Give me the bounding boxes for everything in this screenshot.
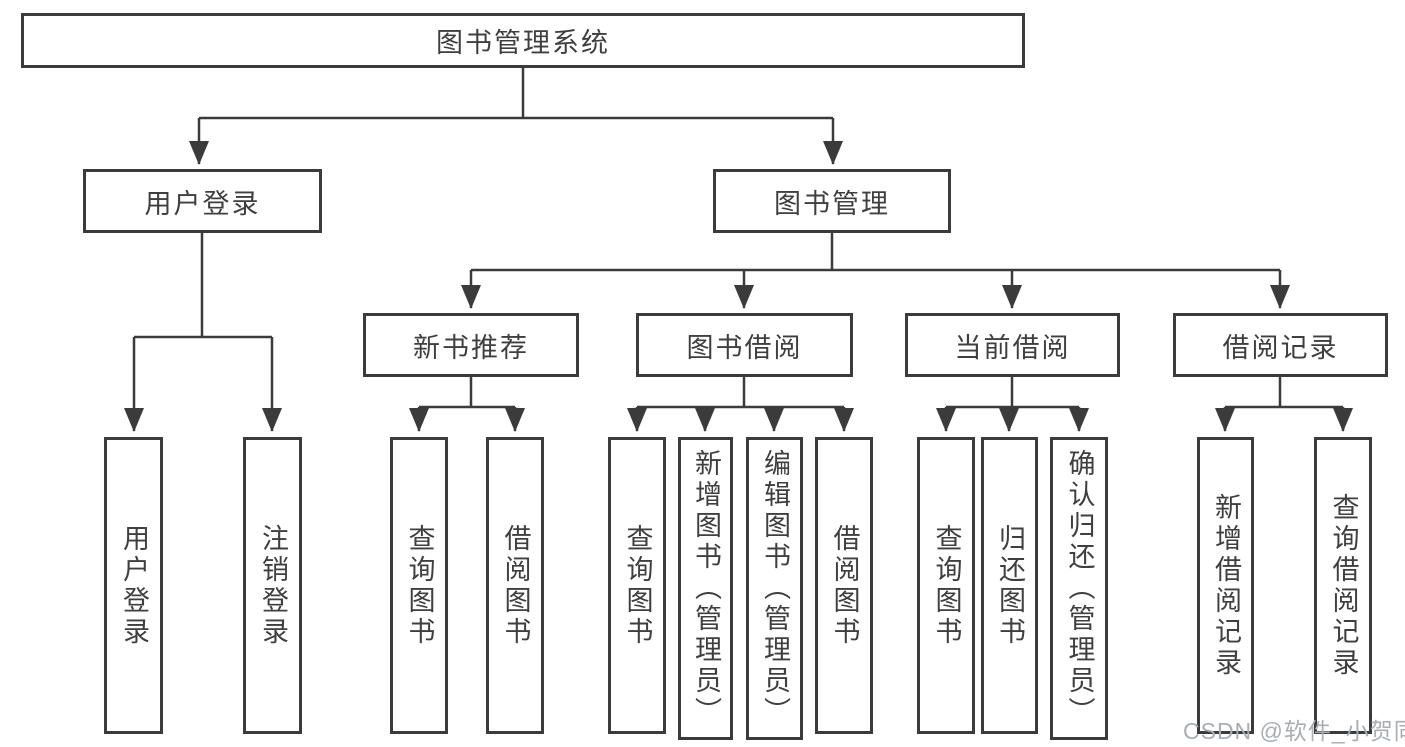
node-label: 借阅记录 bbox=[1222, 332, 1339, 363]
node-label: 新增图书（管理员） bbox=[691, 449, 721, 728]
node-label: 编辑图书（管理员） bbox=[760, 449, 790, 728]
node-user-login: 用户登录 bbox=[83, 169, 322, 233]
node-current-borrow: 当前借阅 bbox=[905, 313, 1120, 377]
leaf-logout: 注销登录 bbox=[243, 437, 302, 734]
node-label: 用户登录 bbox=[144, 188, 261, 219]
node-label: 图书管理 bbox=[774, 188, 890, 219]
node-label: 确认归还（管理员） bbox=[1064, 449, 1095, 728]
node-label: 图书借阅 bbox=[686, 332, 803, 363]
node-root: 图书管理系统 bbox=[21, 13, 1025, 68]
node-new-book-recommend: 新书推荐 bbox=[363, 313, 579, 377]
node-label: 查询借阅记录 bbox=[1328, 492, 1359, 679]
node-book-borrow: 图书借阅 bbox=[636, 313, 853, 377]
node-label: 图书管理系统 bbox=[436, 28, 610, 58]
node-label: 查询图书 bbox=[622, 523, 653, 648]
leaf-newbook-borrow-books: 借阅图书 bbox=[486, 437, 544, 734]
leaf-borrow-edit-books-admin: 编辑图书（管理员） bbox=[746, 437, 803, 740]
node-book-management: 图书管理 bbox=[713, 169, 951, 233]
node-label: 用户登录 bbox=[119, 523, 149, 648]
node-label: 新增借阅记录 bbox=[1211, 492, 1241, 679]
node-label: 查询图书 bbox=[931, 523, 962, 648]
node-label: 归还图书 bbox=[995, 523, 1025, 648]
node-label: 借阅图书 bbox=[829, 523, 860, 648]
leaf-current-query-books: 查询图书 bbox=[917, 437, 975, 734]
leaf-borrow-borrow-books: 借阅图书 bbox=[815, 437, 873, 734]
node-label: 新书推荐 bbox=[413, 332, 529, 363]
node-label: 查询图书 bbox=[404, 523, 435, 648]
node-label: 注销登录 bbox=[258, 523, 288, 648]
watermark-text: CSDN @软件_小贺同学 bbox=[1183, 718, 1405, 744]
leaf-user-login: 用户登录 bbox=[104, 437, 163, 734]
leaf-current-confirm-return-admin: 确认归还（管理员） bbox=[1050, 437, 1108, 740]
node-borrow-records: 借阅记录 bbox=[1173, 313, 1388, 377]
leaf-current-return-books: 归还图书 bbox=[981, 437, 1038, 734]
leaf-records-add-record: 新增借阅记录 bbox=[1197, 437, 1254, 734]
node-label: 借阅图书 bbox=[500, 523, 531, 648]
leaf-records-query-record: 查询借阅记录 bbox=[1314, 437, 1372, 734]
leaf-borrow-add-books-admin: 新增图书（管理员） bbox=[678, 437, 733, 740]
leaf-borrow-query-books: 查询图书 bbox=[608, 437, 666, 734]
leaf-newbook-query-books: 查询图书 bbox=[390, 437, 448, 734]
node-label: 当前借阅 bbox=[954, 332, 1071, 363]
